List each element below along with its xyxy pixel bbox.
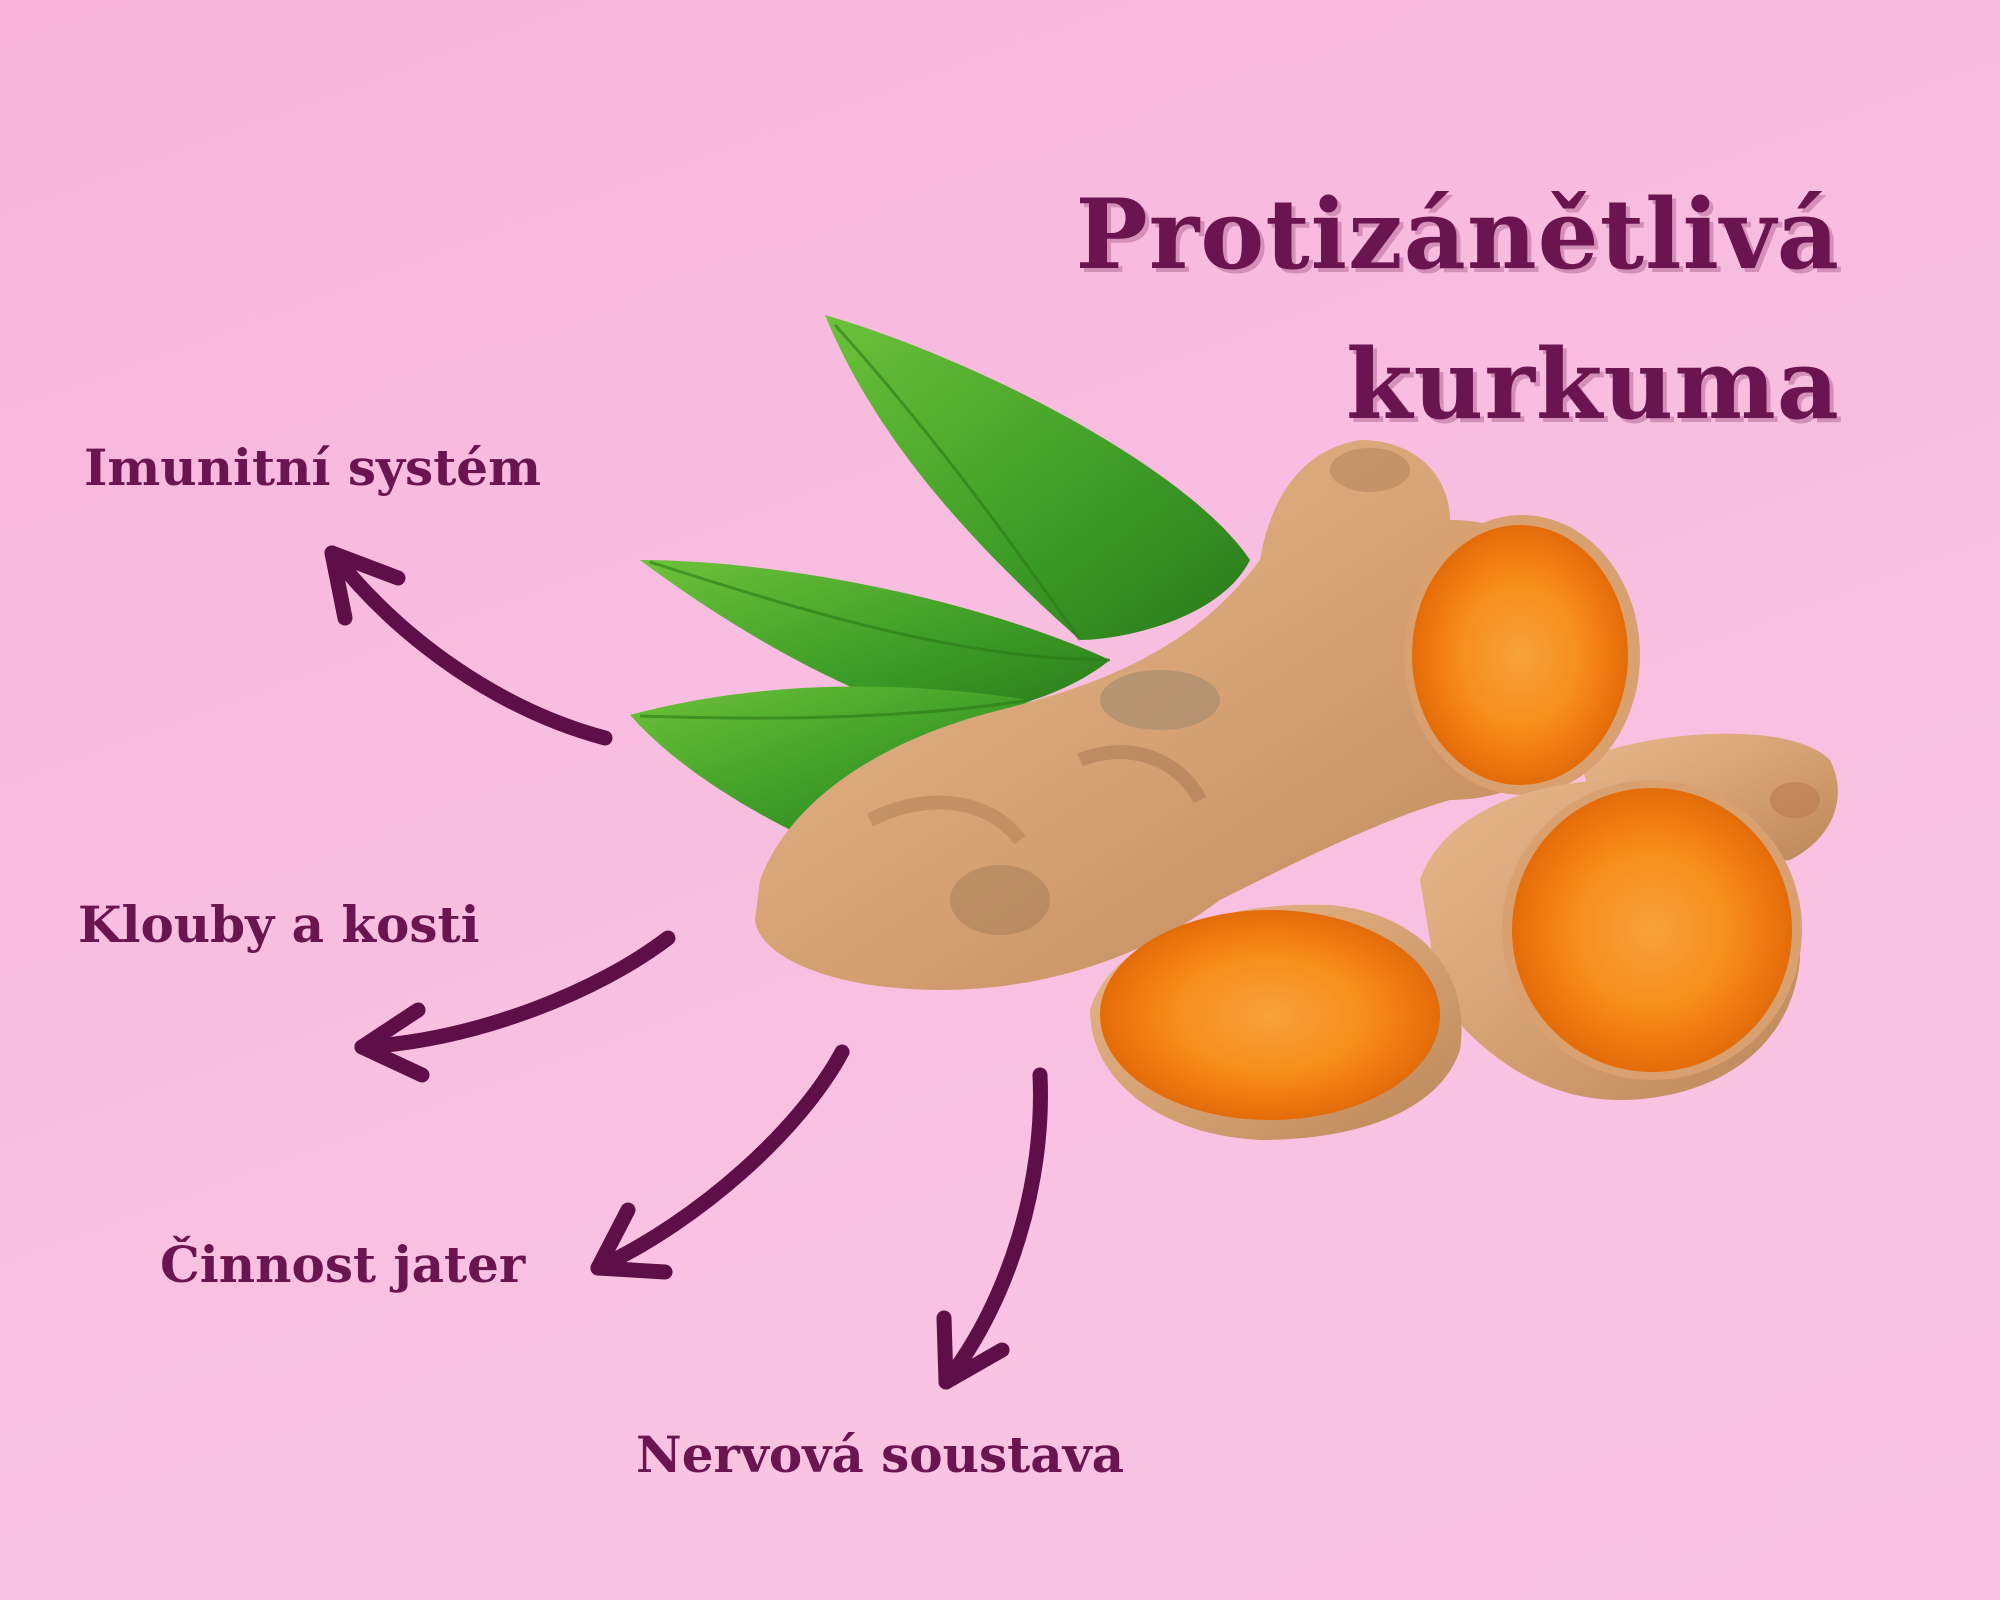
- arrow-to-immune-system: [324, 545, 613, 746]
- benefit-label-immune-system: Imunitní systém: [84, 438, 542, 497]
- title-line-1: Protizánětlivá: [1075, 178, 1840, 291]
- page-title: Protizánětlivá kurkuma: [940, 160, 1840, 460]
- turmeric-root-icon: [755, 440, 1640, 990]
- leaf-icon: [630, 686, 1031, 835]
- leaf-icon: [825, 315, 1250, 641]
- benefit-label-joints-and-bones: Klouby a kosti: [78, 895, 480, 954]
- turmeric-slice-icon: [1090, 904, 1462, 1140]
- arrow-to-liver-function: [590, 1044, 850, 1280]
- arrow-to-joints-and-bones: [354, 930, 676, 1083]
- benefit-label-nervous-system: Nervová soustava: [636, 1425, 1125, 1484]
- turmeric-root-icon: [1420, 780, 1802, 1100]
- benefit-label-liver-function: Činnost jater: [160, 1235, 526, 1294]
- title-line-2: kurkuma: [1346, 328, 1840, 441]
- leaf-icon: [640, 560, 1111, 716]
- arrow-to-nervous-system: [936, 1067, 1048, 1390]
